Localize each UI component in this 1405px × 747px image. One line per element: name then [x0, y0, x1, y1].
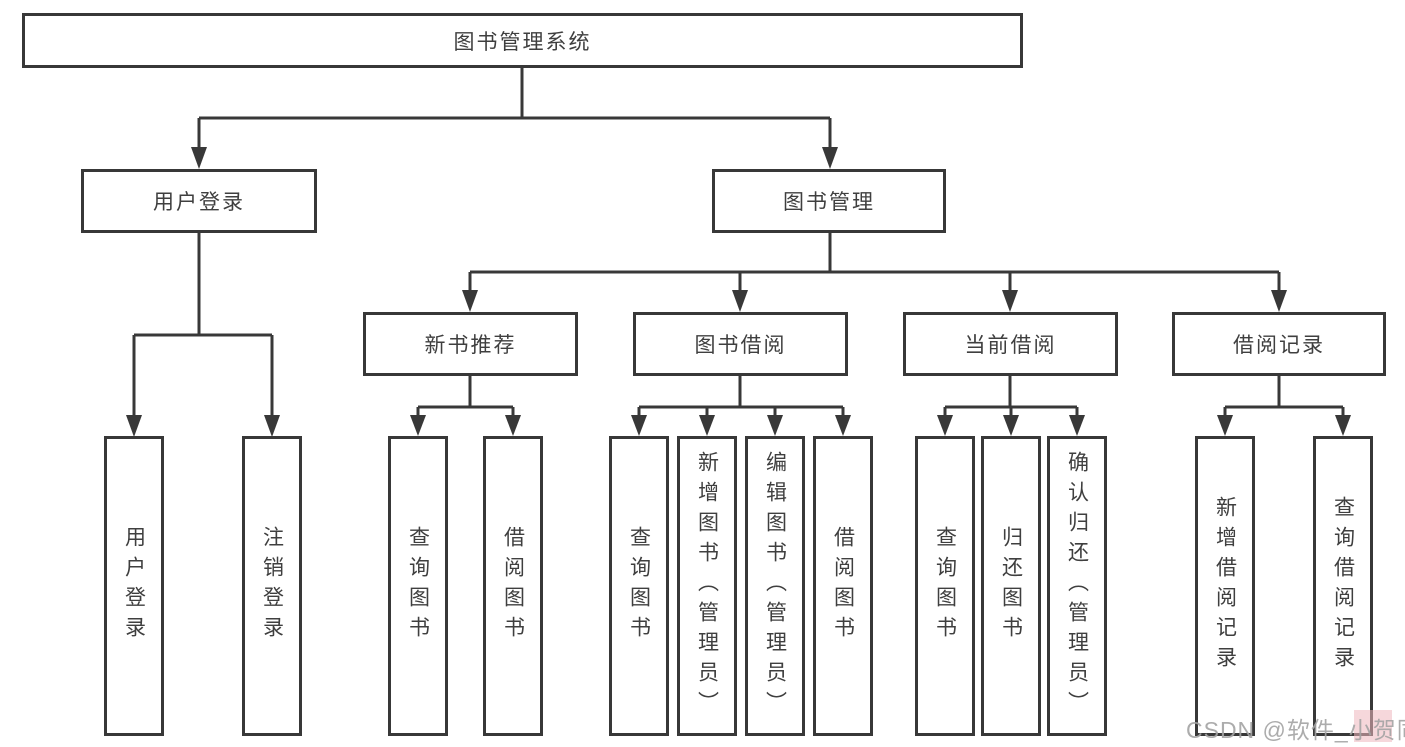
node-label: 归还图书	[999, 526, 1023, 646]
node-borrowing-records: 借阅记录	[1172, 312, 1386, 376]
node-label: 新书推荐	[424, 334, 517, 357]
node-label: 新增借阅记录	[1213, 496, 1237, 676]
node-borrow-books-2: 借阅图书	[813, 436, 873, 736]
node-label: 注销登录	[260, 526, 284, 646]
node-logout: 注销登录	[242, 436, 302, 736]
node-label: 借阅图书	[831, 526, 855, 646]
node-label: 查询图书	[627, 526, 651, 646]
node-query-borrow-record: 查询借阅记录	[1313, 436, 1373, 736]
watermark-accent-highlight	[1354, 710, 1392, 742]
node-label: 新增图书（管理员）	[695, 451, 719, 721]
node-label: 图书借阅	[694, 334, 787, 357]
node-add-borrow-record: 新增借阅记录	[1195, 436, 1255, 736]
node-query-books-2: 查询图书	[609, 436, 669, 736]
node-edit-book-admin: 编辑图书（管理员）	[745, 436, 805, 736]
node-label: 借阅记录	[1233, 334, 1325, 357]
node-label: 图书管理	[783, 191, 875, 214]
node-borrow-books-1: 借阅图书	[483, 436, 543, 736]
node-label: 编辑图书（管理员）	[763, 451, 787, 721]
node-label: 图书管理系统	[453, 30, 592, 54]
node-query-books-1: 查询图书	[388, 436, 448, 736]
node-label: 借阅图书	[501, 526, 525, 646]
node-label: 查询借阅记录	[1331, 496, 1355, 676]
node-return-book: 归还图书	[981, 436, 1041, 736]
node-query-books-3: 查询图书	[915, 436, 975, 736]
node-user-login-branch: 用户登录	[81, 169, 317, 233]
node-label: 查询图书	[406, 526, 430, 646]
node-label: 查询图书	[933, 526, 957, 646]
node-add-book-admin: 新增图书（管理员）	[677, 436, 737, 736]
node-confirm-return-admin: 确认归还（管理员）	[1047, 436, 1107, 736]
watermark: CSDN @软件_小贺同学	[1186, 717, 1405, 743]
node-book-borrowing: 图书借阅	[633, 312, 848, 376]
node-user-login-leaf: 用户登录	[104, 436, 164, 736]
node-current-borrowing: 当前借阅	[903, 312, 1118, 376]
node-label: 确认归还（管理员）	[1065, 451, 1089, 721]
node-new-book-recommend: 新书推荐	[363, 312, 578, 376]
node-book-management-branch: 图书管理	[712, 169, 946, 233]
node-library-management-system: 图书管理系统	[22, 13, 1023, 68]
node-label: 用户登录	[153, 191, 245, 214]
node-label: 用户登录	[122, 526, 146, 646]
node-label: 当前借阅	[964, 334, 1057, 357]
